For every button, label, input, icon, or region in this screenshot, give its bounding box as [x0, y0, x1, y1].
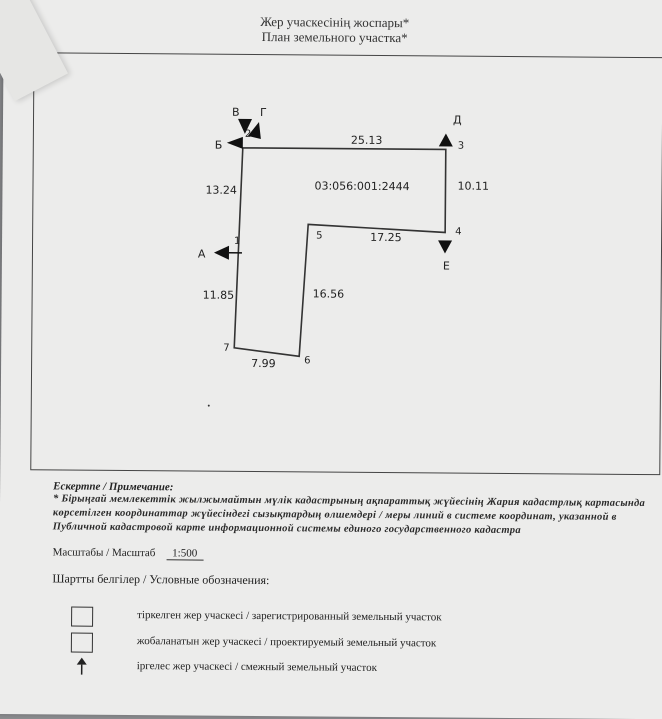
side-1-2: 13.24: [205, 184, 237, 197]
neighbor-e: Е: [443, 259, 450, 272]
note-text: * Бірыңғай мемлекеттік жылжымайтын мүлік…: [53, 492, 662, 539]
point-4: 4: [455, 227, 461, 238]
neighbor-a: А: [198, 248, 206, 261]
neighbor-v: В: [232, 106, 240, 119]
adjacent-arrow-icon: [74, 657, 90, 677]
registered-parcel-symbol: [71, 607, 93, 627]
projected-parcel-symbol: [71, 633, 93, 653]
point-2: 2: [245, 129, 251, 140]
side-6-7: 7.99: [251, 357, 276, 370]
side-7-1: 11.85: [203, 289, 235, 302]
note-heading: Ескертпе / Примечание:: [53, 480, 173, 493]
arrow-e-icon: [438, 240, 452, 253]
neighbor-g: Г: [260, 106, 267, 119]
side-4-5: 17.25: [370, 231, 402, 244]
point-5: 5: [316, 230, 322, 241]
neighbor-d: Д: [453, 114, 462, 127]
arrow-d-icon: [439, 133, 453, 146]
scale-label: Масштабы / Масштаб: [53, 546, 156, 559]
point-3: 3: [458, 141, 464, 152]
point-6: 6: [304, 355, 310, 366]
arrow-b-icon: [227, 137, 243, 149]
neighbor-b: Б: [215, 139, 223, 152]
side-5-6: 16.56: [313, 287, 345, 300]
scale-line: Масштабы / Масштаб 1:500: [53, 546, 204, 560]
legend-title: Шартты белгілер / Условные обозначения:: [52, 571, 269, 588]
point-7: 7: [223, 343, 229, 354]
side-2-3: 25.13: [351, 134, 383, 147]
arrow-a-icon: [214, 246, 229, 260]
side-3-4: 10.11: [457, 180, 489, 193]
scale-value: 1:500: [166, 547, 203, 560]
point-1: 1: [234, 236, 240, 247]
parcel-id: 03:056:001:2444: [314, 179, 409, 193]
parcel-plan: А Б В Г Д Е 1 2 3 4 5 6 7 25.13 10.11 17…: [0, 0, 662, 479]
legend-label: тіркелген жер учаскесі / зарегистрирован…: [137, 609, 442, 623]
legend-label: іргелес жер учаскесі / смежный земельный…: [137, 660, 377, 674]
legend-label: жобаланатын жер учаскесі / проектируемый…: [137, 635, 436, 649]
